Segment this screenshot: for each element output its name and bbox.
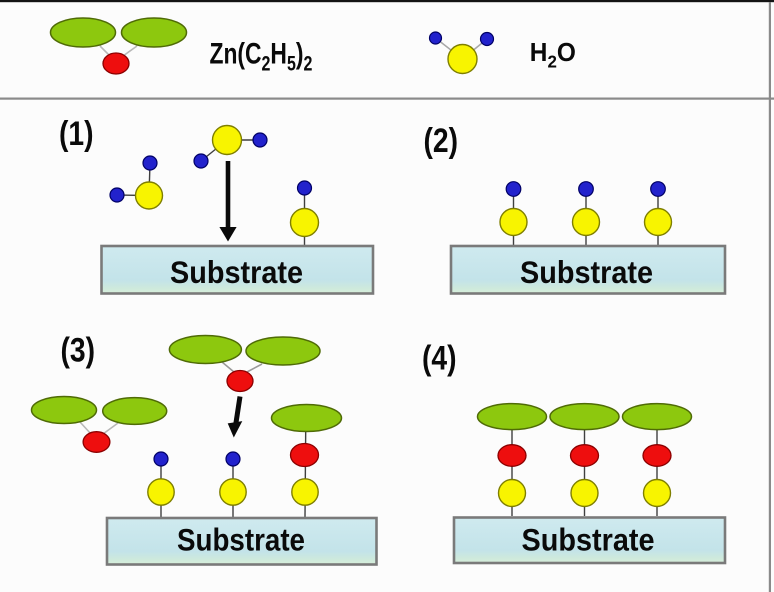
svg-text:Substrate: Substrate — [520, 254, 653, 290]
svg-text:(3): (3) — [61, 330, 96, 369]
svg-text:Substrate: Substrate — [177, 522, 305, 558]
svg-text:Substrate: Substrate — [170, 254, 303, 290]
svg-text:(1): (1) — [59, 113, 94, 152]
svg-text:Substrate: Substrate — [522, 522, 655, 558]
svg-text:(2): (2) — [424, 120, 459, 159]
svg-text:(4): (4) — [422, 338, 457, 377]
svg-text:Zn(C2H5)2: Zn(C2H5)2 — [210, 36, 313, 74]
svg-text:H2O: H2O — [530, 38, 576, 71]
